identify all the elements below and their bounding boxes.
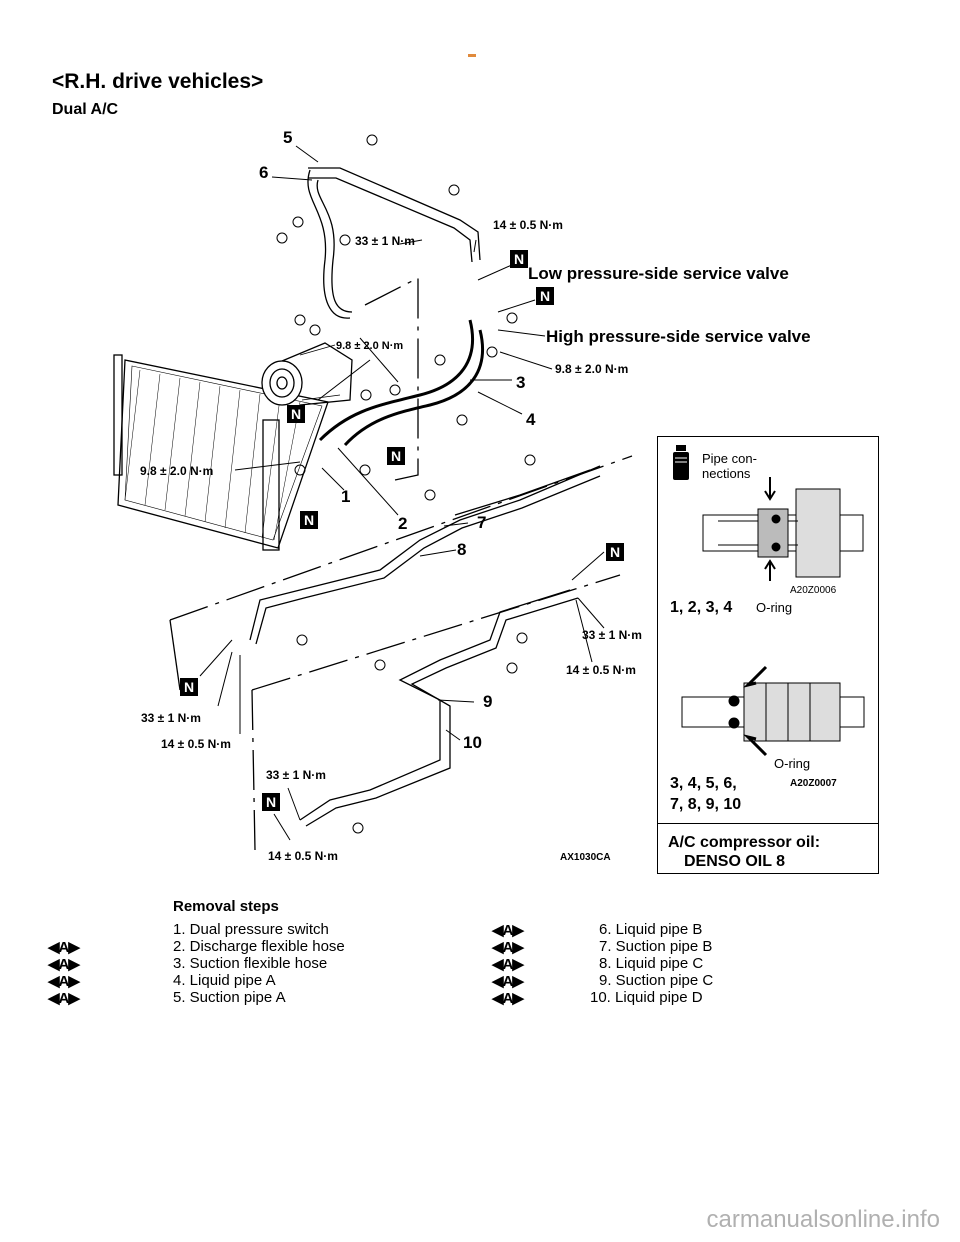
ac-piping-diagram bbox=[113, 134, 633, 851]
removal-step: 9. Suction pipe C bbox=[599, 972, 714, 989]
torque-label: 9.8 ± 2.0 N·m bbox=[555, 362, 629, 376]
panel-divider bbox=[658, 823, 878, 824]
torque-label: 14 ± 0.5 N·m bbox=[493, 218, 563, 232]
reference-mark: ◀A▶ bbox=[492, 922, 524, 939]
reference-mark: ◀A▶ bbox=[48, 990, 80, 1007]
torque-label: 33 ± 1 N·m bbox=[141, 711, 201, 725]
removal-steps-title: Removal steps bbox=[173, 898, 279, 915]
condenser-drawing bbox=[113, 354, 329, 551]
page-subheading: Dual A/C bbox=[52, 101, 119, 118]
removal-step: 5. Suction pipe A bbox=[173, 989, 286, 1006]
figure-code: AX1030CA bbox=[560, 852, 611, 863]
header-mark bbox=[468, 54, 476, 57]
part-number-3: 3 bbox=[516, 373, 526, 392]
part-number-4: 4 bbox=[526, 410, 536, 429]
new-part-mark: N bbox=[606, 543, 624, 561]
part-number-2: 2 bbox=[398, 514, 408, 533]
reference-mark: ◀A▶ bbox=[492, 956, 524, 973]
compressor-drawing bbox=[261, 342, 353, 406]
new-part-mark: N bbox=[262, 793, 280, 811]
part-number-6: 6 bbox=[259, 163, 269, 182]
parts-bottom-label-2: 7, 8, 9, 10 bbox=[670, 796, 742, 813]
reference-mark: ◀A▶ bbox=[48, 939, 80, 956]
torque-label: 33 ± 1 N·m bbox=[582, 628, 642, 642]
removal-step: 1. Dual pressure switch bbox=[173, 921, 329, 938]
removal-step: 2. Discharge flexible hose bbox=[173, 938, 345, 955]
torque-label: 9.8 ± 2.0 N·m bbox=[336, 340, 404, 352]
reference-mark: ◀A▶ bbox=[492, 973, 524, 990]
reference-mark: ◀A▶ bbox=[492, 990, 524, 1007]
reference-mark: ◀A▶ bbox=[48, 973, 80, 990]
new-part-mark: N bbox=[510, 250, 528, 268]
reference-mark: ◀A▶ bbox=[48, 956, 80, 973]
new-part-mark: N bbox=[300, 511, 318, 529]
pipe-connections-label: Pipe con- nections bbox=[702, 451, 757, 481]
high-pressure-valve-label: High pressure-side service valve bbox=[546, 327, 811, 346]
part-number-8: 8 bbox=[457, 540, 467, 559]
new-part-mark: N bbox=[387, 447, 405, 465]
part-number-10: 10 bbox=[463, 733, 482, 752]
new-part-mark: N bbox=[287, 405, 305, 423]
oil-title: A/C compressor oil: bbox=[668, 834, 821, 851]
torque-label: 33 ± 1 N·m bbox=[355, 234, 415, 248]
figure-code-top: A20Z0006 bbox=[790, 585, 837, 596]
torque-label: 14 ± 0.5 N·m bbox=[161, 737, 231, 751]
connection-detail-top-drawing bbox=[702, 477, 864, 581]
torque-label: 9.8 ± 2.0 N·m bbox=[140, 464, 214, 478]
torque-label: 14 ± 0.5 N·m bbox=[566, 663, 636, 677]
oil-can-icon bbox=[673, 445, 689, 480]
oring-label-top: O-ring bbox=[756, 600, 793, 615]
removal-step: 10. Liquid pipe D bbox=[590, 989, 703, 1006]
part-number-7: 7 bbox=[477, 513, 487, 532]
part-number-5: 5 bbox=[283, 128, 293, 147]
page-heading: <R.H. drive vehicles> bbox=[52, 70, 264, 93]
removal-step: 7. Suction pipe B bbox=[599, 938, 713, 955]
new-part-mark: N bbox=[536, 287, 554, 305]
torque-label: 14 ± 0.5 N·m bbox=[268, 849, 338, 863]
figure-code-bottom: A20Z0007 bbox=[790, 778, 837, 789]
parts-bottom-label-1: 3, 4, 5, 6, bbox=[670, 775, 737, 792]
removal-step: 6. Liquid pipe B bbox=[599, 921, 703, 938]
part-number-9: 9 bbox=[483, 692, 493, 711]
torque-label: 33 ± 1 N·m bbox=[266, 768, 326, 782]
oil-name: DENSO OIL 8 bbox=[684, 853, 786, 870]
connection-detail-bottom-drawing bbox=[681, 665, 865, 757]
pipe-connection-detail-panel: Pipe con- nections A20Z0006 1, 2, 3, 4 O… bbox=[657, 436, 879, 874]
removal-step: 4. Liquid pipe A bbox=[173, 972, 276, 989]
new-part-mark: N bbox=[180, 678, 198, 696]
reference-mark: ◀A▶ bbox=[492, 939, 524, 956]
parts-top-label: 1, 2, 3, 4 bbox=[670, 599, 733, 616]
part-number-1: 1 bbox=[341, 487, 351, 506]
oring-label-bottom: O-ring bbox=[774, 756, 811, 771]
watermark: carmanualsonline.info bbox=[706, 1206, 940, 1233]
low-pressure-valve-label: Low pressure-side service valve bbox=[528, 264, 789, 283]
removal-step: 8. Liquid pipe C bbox=[599, 955, 704, 972]
removal-step: 3. Suction flexible hose bbox=[173, 955, 328, 972]
